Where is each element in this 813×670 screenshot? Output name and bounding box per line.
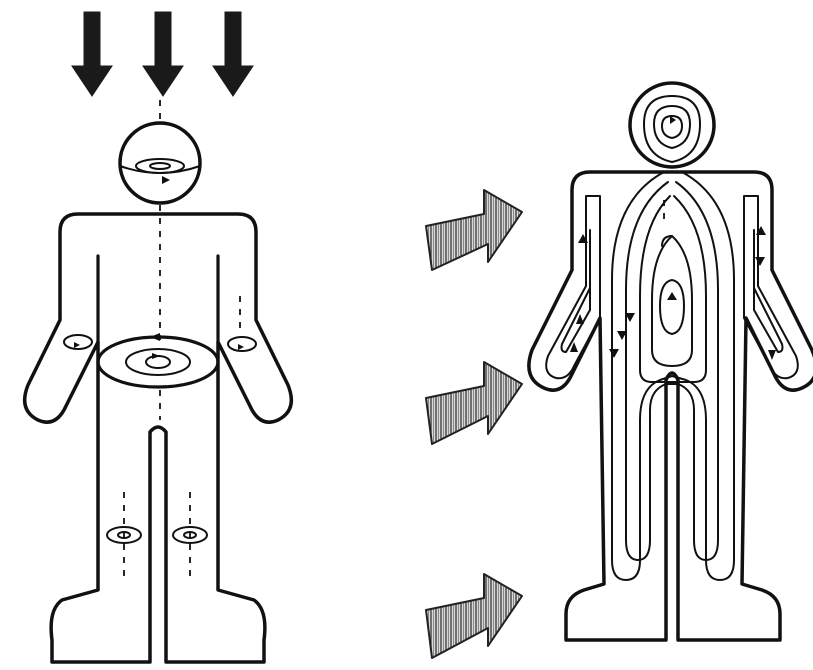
right-arrow-icon <box>426 190 522 270</box>
body-outline <box>529 172 813 640</box>
horizontal-field-arrows <box>426 190 522 658</box>
down-arrow-icon <box>72 12 112 96</box>
body-outline <box>25 214 292 662</box>
right-figure-panel <box>529 83 813 640</box>
vertical-field-arrows <box>72 12 253 96</box>
left-figure-panel <box>25 12 292 662</box>
right-arrow-icon <box>426 362 522 444</box>
down-arrow-icon <box>213 12 253 96</box>
down-arrow-icon <box>143 12 183 96</box>
right-arrow-icon <box>426 574 522 658</box>
